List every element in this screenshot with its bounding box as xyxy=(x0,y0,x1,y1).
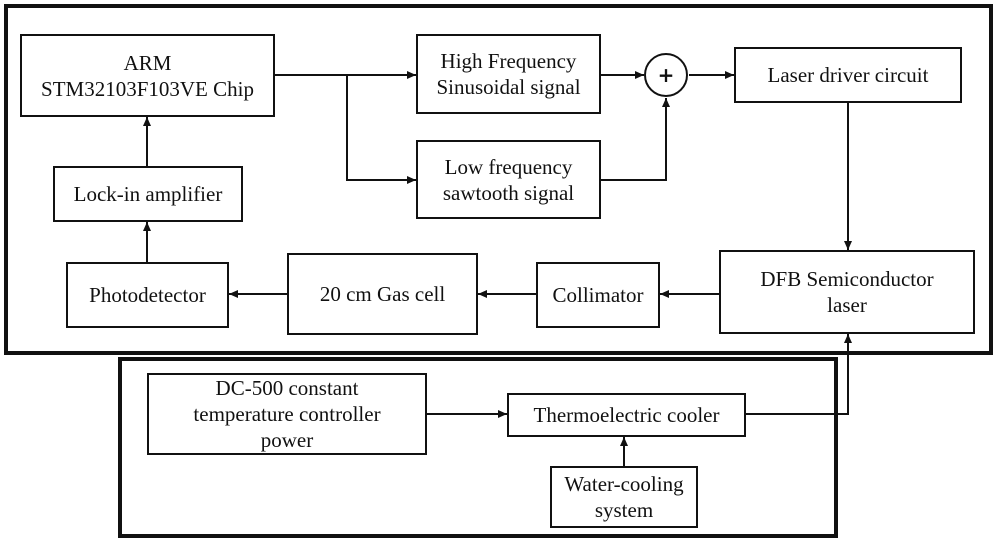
dfb-laser-line1: DFB Semiconductor xyxy=(760,267,934,291)
thermoelectric-cooler-block: Thermoelectric cooler xyxy=(507,393,746,437)
dc-500-line1: DC-500 constant xyxy=(215,376,359,400)
water-cooling-line2: system xyxy=(594,498,654,522)
lock-in-amplifier-block: Lock-in amplifier xyxy=(53,166,243,222)
collimator-label: Collimator xyxy=(552,283,644,307)
dfb-laser-line2: laser xyxy=(827,293,867,317)
photodetector-label: Photodetector xyxy=(89,283,206,307)
arm-chip-line2: STM32103F103VE Chip xyxy=(41,76,254,101)
low-frequency-line2: sawtooth signal xyxy=(442,180,575,205)
gas-cell-label: 20 cm Gas cell xyxy=(319,282,446,306)
dc-500-line2: temperature controller xyxy=(193,402,381,426)
arm-chip-line1: ARM xyxy=(123,50,172,75)
thermoelectric-cooler-label: Thermoelectric cooler xyxy=(533,403,720,427)
water-cooling-line1: Water-cooling xyxy=(564,472,684,496)
high-frequency-line2: Sinusoidal signal xyxy=(436,75,581,99)
plus-symbol: + xyxy=(657,63,675,87)
wire-arm-to-low-freq xyxy=(346,75,416,184)
low-frequency-line1: Low frequency xyxy=(444,154,573,179)
high-frequency-line1: High Frequency xyxy=(440,49,577,73)
laser-driver-label: Laser driver circuit xyxy=(767,63,929,87)
temperature-control-frame xyxy=(118,357,838,538)
main-system-frame xyxy=(4,4,993,355)
collimator-block: Collimator xyxy=(536,262,660,328)
summing-junction: + xyxy=(644,53,688,97)
laser-driver-circuit-block: Laser driver circuit xyxy=(734,47,962,103)
dc-500-line3: power xyxy=(260,428,314,452)
photodetector-block: Photodetector xyxy=(66,262,229,328)
gas-cell-block: 20 cm Gas cell xyxy=(287,253,478,335)
wire-low-freq-to-sum xyxy=(601,98,670,181)
wire-tec-to-dfb xyxy=(746,334,852,415)
lock-in-amplifier-label: Lock-in amplifier xyxy=(73,182,223,206)
